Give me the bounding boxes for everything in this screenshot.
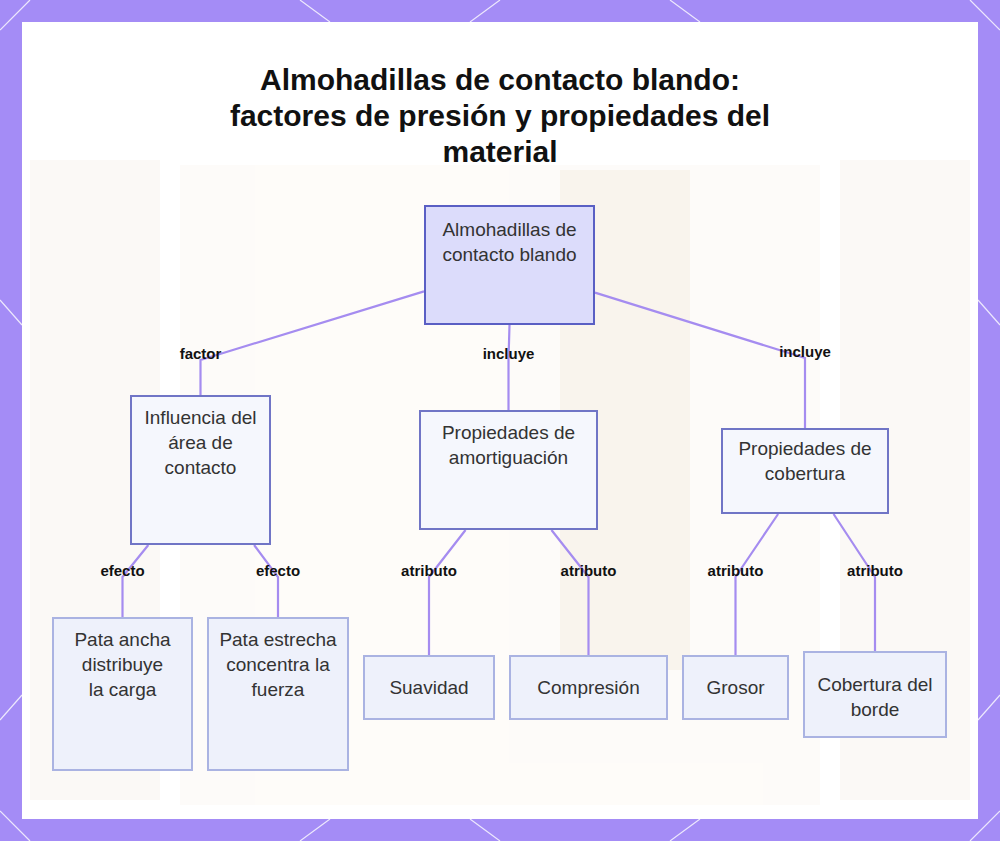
connector <box>254 545 278 617</box>
node-text: Compresión <box>537 675 639 700</box>
connector <box>201 291 425 395</box>
leaf-box: Compresión <box>509 655 668 720</box>
leaf-box: Pata ancha distribuye la carga <box>52 617 193 771</box>
leaf-box: Pata estrecha concentra la fuerza <box>207 617 349 771</box>
node-text: Pata ancha distribuye la carga <box>72 627 173 702</box>
diagram-title: Almohadillas de contacto blando: factore… <box>200 62 800 170</box>
connector <box>834 514 875 651</box>
node-text: Suavidad <box>389 675 468 700</box>
node-text: Cobertura del borde <box>815 672 935 722</box>
connector <box>736 514 779 655</box>
edge-label: efecto <box>254 562 302 579</box>
root-box: Almohadillas de contacto blando <box>424 205 595 325</box>
node-text: Almohadillas de contacto blando <box>440 217 579 267</box>
edge-label: atributo <box>399 562 459 579</box>
edge-label: atributo <box>845 562 905 579</box>
node-text: Influencia del área de contacto <box>142 405 259 480</box>
category-box: Influencia del área de contacto <box>130 395 271 545</box>
connector <box>551 530 588 655</box>
edge-label: efecto <box>98 562 146 579</box>
leaf-box: Cobertura del borde <box>803 651 947 738</box>
connector <box>595 293 805 428</box>
leaf-box: Suavidad <box>363 655 495 720</box>
node-text: Propiedades de cobertura <box>733 436 877 486</box>
connector <box>509 325 510 410</box>
node-text: Pata estrecha concentra la fuerza <box>219 627 337 702</box>
edge-label: factor <box>178 345 224 362</box>
connector <box>123 545 149 617</box>
node-text: Propiedades de amortiguación <box>431 420 586 470</box>
edge-label: atributo <box>706 562 766 579</box>
leaf-box: Grosor <box>682 655 789 720</box>
edge-label: incluye <box>777 343 833 360</box>
faded-backdrop <box>30 160 970 805</box>
edge-label: incluye <box>481 345 537 362</box>
connector <box>429 530 466 655</box>
edge-label: atributo <box>559 562 619 579</box>
canvas <box>22 22 978 819</box>
node-text: Grosor <box>706 675 764 700</box>
category-box: Propiedades de amortiguación <box>419 410 598 530</box>
category-box: Propiedades de cobertura <box>721 428 889 514</box>
